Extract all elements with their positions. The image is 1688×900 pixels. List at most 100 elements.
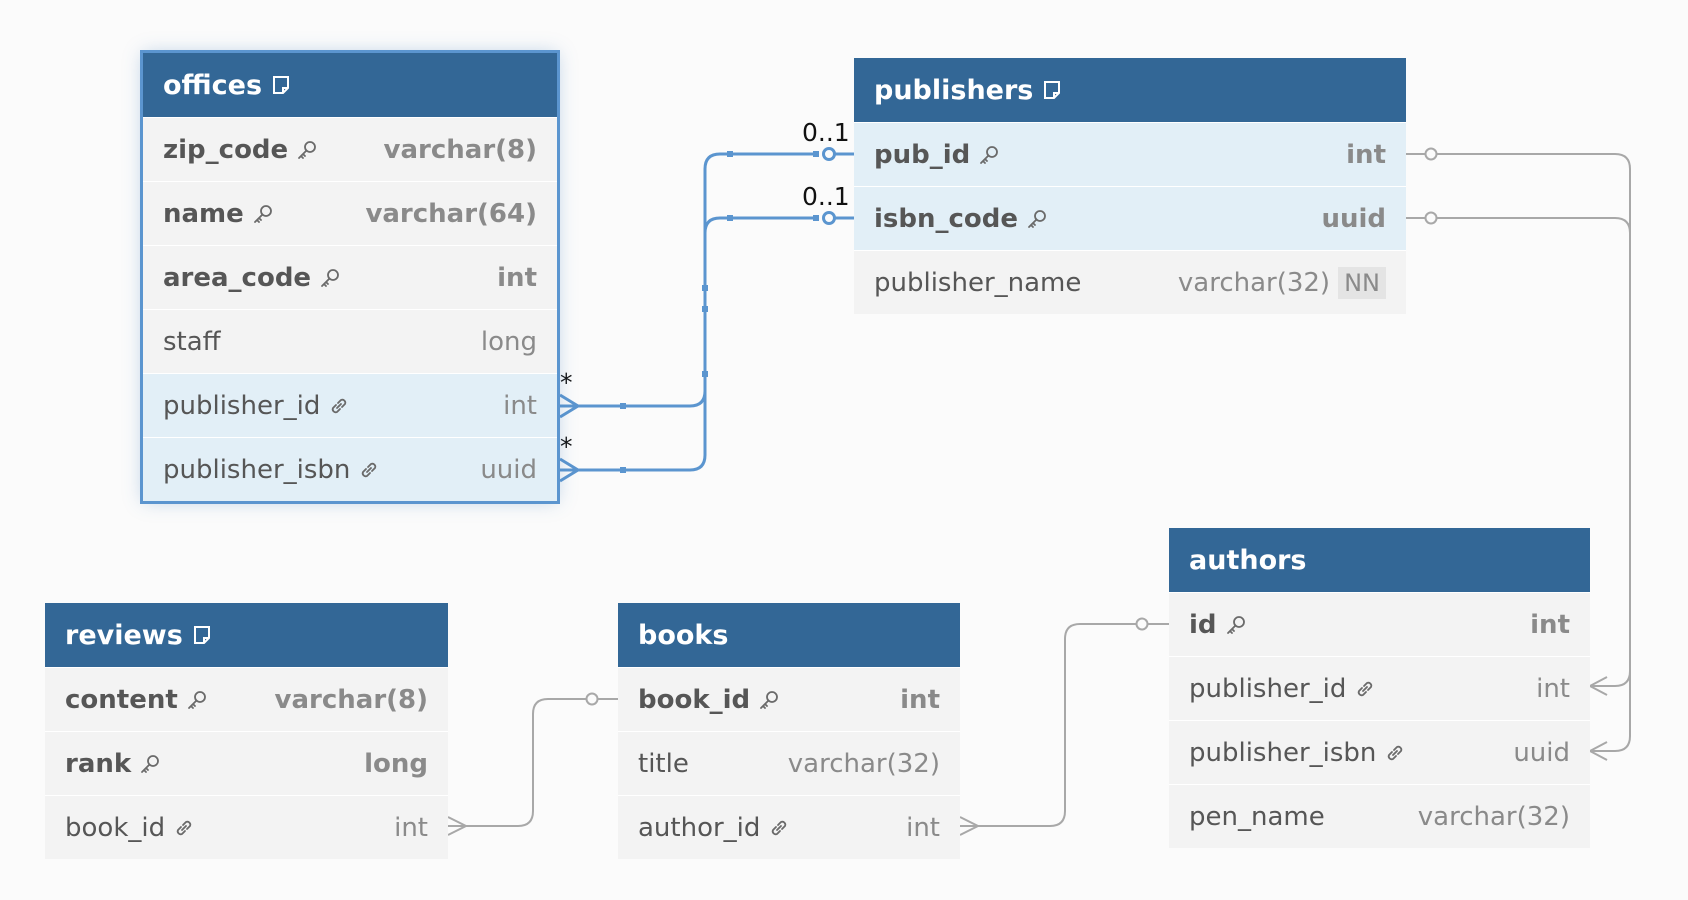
cardinality-label: 0..1 xyxy=(802,118,850,147)
column-name: book_id xyxy=(65,812,166,843)
relationship-books-author-id-to-authors-id[interactable] xyxy=(959,617,1169,836)
column-type-group: varchar(32)NN xyxy=(1178,266,1386,299)
column-name: publisher_name xyxy=(874,267,1082,298)
cardinality-label: * xyxy=(560,432,573,461)
column-type: varchar(8) xyxy=(383,134,537,165)
optional-circle-icon xyxy=(1424,211,1438,225)
relationship-offices-publisher-isbn-to-publishers-isbn-code[interactable] xyxy=(559,211,854,483)
column-type: uuid xyxy=(1321,203,1386,234)
table-header-reviews[interactable]: reviews xyxy=(45,603,448,667)
column-type: int xyxy=(900,684,940,715)
column-type-group: varchar(64) xyxy=(365,199,537,229)
column-name: pen_name xyxy=(1189,801,1325,832)
column-name: book_id xyxy=(638,684,751,715)
column-type-group: long xyxy=(364,749,428,779)
column-row-publisher-isbn[interactable]: publisher_isbn uuid xyxy=(143,437,557,501)
link-icon xyxy=(173,817,195,839)
column-type: int xyxy=(503,390,537,421)
column-row-publisher-id[interactable]: publisher_id int xyxy=(143,373,557,437)
key-icon xyxy=(296,139,318,161)
column-name: zip_code xyxy=(163,134,289,165)
crow-foot-icon xyxy=(447,816,469,836)
column-name: rank xyxy=(65,748,132,779)
column-type-group: int xyxy=(906,813,940,843)
optional-circle-icon xyxy=(1135,617,1149,631)
column-type: uuid xyxy=(1513,737,1570,768)
note-icon[interactable] xyxy=(193,625,211,645)
column-row-staff[interactable]: staff long xyxy=(143,309,557,373)
table-offices[interactable]: offices zip_code varchar(8) name varchar(64)… xyxy=(140,50,560,504)
column-name: publisher_isbn xyxy=(1189,737,1377,768)
crow-foot-icon xyxy=(1587,676,1608,696)
column-row-isbn-code[interactable]: isbn_code uuid xyxy=(854,186,1406,250)
column-type-group: long xyxy=(481,327,537,357)
crow-foot-icon xyxy=(559,457,581,483)
relationship-authors-publisher-isbn-to-publishers-isbn-code[interactable] xyxy=(1406,211,1631,761)
table-title: publishers xyxy=(874,74,1034,106)
column-row-book-id[interactable]: book_id int xyxy=(618,667,960,731)
crow-foot-icon xyxy=(959,816,981,836)
relationship-reviews-book-id-to-books-book-id[interactable] xyxy=(447,692,618,836)
column-name: publisher_id xyxy=(163,390,321,421)
column-type: int xyxy=(497,262,537,293)
link-icon xyxy=(1384,742,1406,764)
column-type: varchar(64) xyxy=(365,198,537,229)
link-icon xyxy=(1354,678,1376,700)
link-handles xyxy=(620,151,819,473)
table-header-offices[interactable]: offices xyxy=(143,53,557,117)
column-type: int xyxy=(906,812,940,843)
column-row-zip-code[interactable]: zip_code varchar(8) xyxy=(143,117,557,181)
column-type-group: uuid xyxy=(1513,738,1570,768)
crow-foot-icon xyxy=(559,393,581,419)
column-name-group: publisher_isbn xyxy=(163,455,380,485)
table-header-books[interactable]: books xyxy=(618,603,960,667)
column-name: staff xyxy=(163,326,221,357)
column-row-author-id[interactable]: author_id int xyxy=(618,795,960,859)
column-row-pen-name[interactable]: pen_name varchar(32) xyxy=(1169,784,1590,848)
column-row-publisher-isbn[interactable]: publisher_isbn uuid xyxy=(1169,720,1590,784)
table-header-publishers[interactable]: publishers xyxy=(854,58,1406,122)
column-row-name[interactable]: name varchar(64) xyxy=(143,181,557,245)
column-name-group: publisher_name xyxy=(874,268,1081,298)
column-type-group: varchar(32) xyxy=(788,749,940,779)
column-name: content xyxy=(65,684,178,715)
column-type: uuid xyxy=(480,454,537,485)
column-type-group: uuid xyxy=(480,455,537,485)
column-type-group: int xyxy=(497,263,537,293)
column-name-group: isbn_code xyxy=(874,204,1048,234)
key-icon xyxy=(319,267,341,289)
column-name-group: zip_code xyxy=(163,135,318,165)
column-type: varchar(32) xyxy=(1417,801,1570,832)
column-type: long xyxy=(480,326,537,357)
key-icon xyxy=(978,144,1000,166)
column-row-publisher-name[interactable]: publisher_name varchar(32)NN xyxy=(854,250,1406,314)
column-type: int xyxy=(1536,673,1570,704)
key-icon xyxy=(252,203,274,225)
column-name-group: id xyxy=(1189,610,1247,640)
link-icon xyxy=(358,459,380,481)
column-name: publisher_isbn xyxy=(163,454,351,485)
column-name-group: name xyxy=(163,199,274,229)
link-icon xyxy=(328,395,350,417)
table-title: offices xyxy=(163,69,263,101)
column-name-group: author_id xyxy=(638,813,790,843)
note-icon[interactable] xyxy=(272,75,290,95)
column-row-rank[interactable]: rank long xyxy=(45,731,448,795)
cardinality-label: 0..1 xyxy=(802,182,850,211)
note-icon[interactable] xyxy=(1043,80,1061,100)
table-header-authors[interactable]: authors xyxy=(1169,528,1590,592)
column-name-group: publisher_id xyxy=(163,391,350,421)
